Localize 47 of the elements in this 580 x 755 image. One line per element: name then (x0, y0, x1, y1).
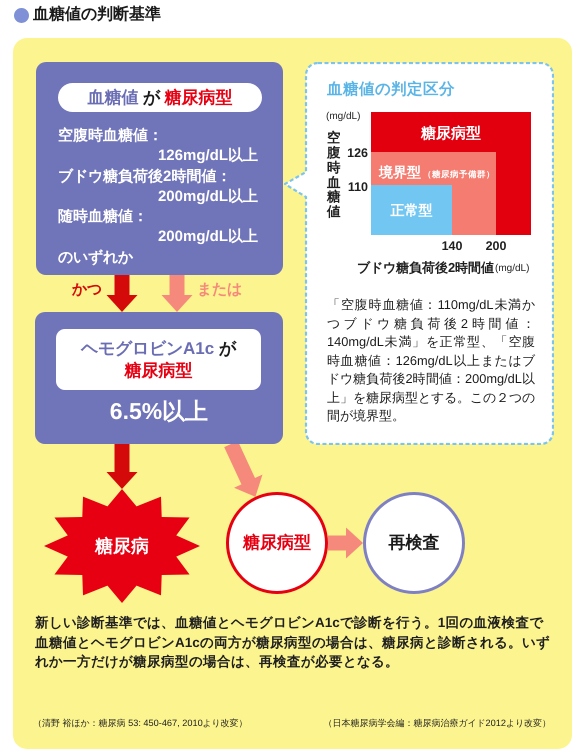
zone-rect (371, 185, 452, 235)
arrow (161, 275, 193, 312)
threshold-value: 126mg/dL以上 (158, 146, 258, 166)
criteria-panel (36, 62, 283, 275)
axis-title: ブドウ糖負荷後2時間値 (357, 260, 494, 276)
zone-rect (371, 112, 531, 235)
citation-text: （日本糖尿病学会編：糖尿病治療ガイド2012より改変） (324, 717, 551, 730)
arrow (106, 275, 138, 312)
condition-text: のいずれか (58, 248, 133, 268)
axis-title: 空腹時血糖値 (327, 131, 340, 220)
condition-text: 随時血糖値： (58, 207, 148, 228)
edge-label: かつ (72, 281, 102, 299)
result-label: 糖尿病型 (243, 532, 311, 554)
heading-text: 糖尿病型 (124, 360, 192, 382)
zone-rect (371, 152, 496, 235)
condition-text: 空腹時血糖値： (58, 126, 163, 146)
tick-label: 110 (348, 179, 368, 195)
panel-heading: 血糖値の判定区分 (327, 80, 455, 100)
description-text: 新しい診断基準では、血糖値とヘモグロビンA1cで診断を行う。1回の血液検査で血糖値とヘモグロビンA1cの両方が糖尿病型の場合は、糖尿病と診断される。いずれか一方だけが糖尿病型の場合は、再検査が必要となる。 (35, 614, 551, 671)
arrow (328, 527, 363, 559)
criteria-panel (35, 312, 283, 444)
tick-label: 126 (347, 145, 368, 161)
citation-text: （清野 裕ほか：糖尿病 53: 450-467, 2010より改変） (33, 717, 248, 730)
heading-card (56, 329, 261, 390)
tick-label: 200 (486, 238, 506, 254)
zone-label: 正常型 (390, 201, 432, 219)
zone-label: 糖尿病型 (421, 125, 481, 143)
arrow (106, 444, 138, 489)
starburst (44, 489, 200, 603)
heading-pill (58, 83, 262, 112)
result-label: 糖尿病 (95, 535, 149, 557)
unit-label: (mg/dL) (495, 263, 530, 275)
threshold-value: 200mg/dL以上 (158, 227, 258, 248)
heading-text: 血糖値 が 糖尿病型 (87, 86, 233, 108)
heading-text: ヘモグロビンA1c が (81, 338, 236, 360)
callout-panel (284, 62, 554, 445)
note-text: 「空腹時血糖値：110mg/dL未満かつブドウ糖負荷後2時間値：140mg/dL未満」を正常型、「空腹時血糖値：126mg/dL以上またはブドウ糖負荷後2時間値：200mg/dL以上」を糖尿病型とする。この２つの間が境界型。 (327, 296, 535, 425)
tick-label: 140 (442, 238, 462, 254)
edge-label: または (197, 281, 242, 299)
condition-text: ブドウ糖負荷後2時間値： (58, 166, 232, 187)
result-label: 再検査 (388, 532, 440, 554)
page-title: 血糖値の判断基準 (33, 4, 161, 25)
percentage-text: 6.5%以上 (110, 397, 208, 425)
zone-label: （糖尿病予備群） (423, 168, 495, 181)
threshold-value: 200mg/dL以上 (158, 186, 258, 207)
zone-label: 境界型 (379, 163, 421, 181)
unit-label: (mg/dL) (326, 111, 360, 123)
